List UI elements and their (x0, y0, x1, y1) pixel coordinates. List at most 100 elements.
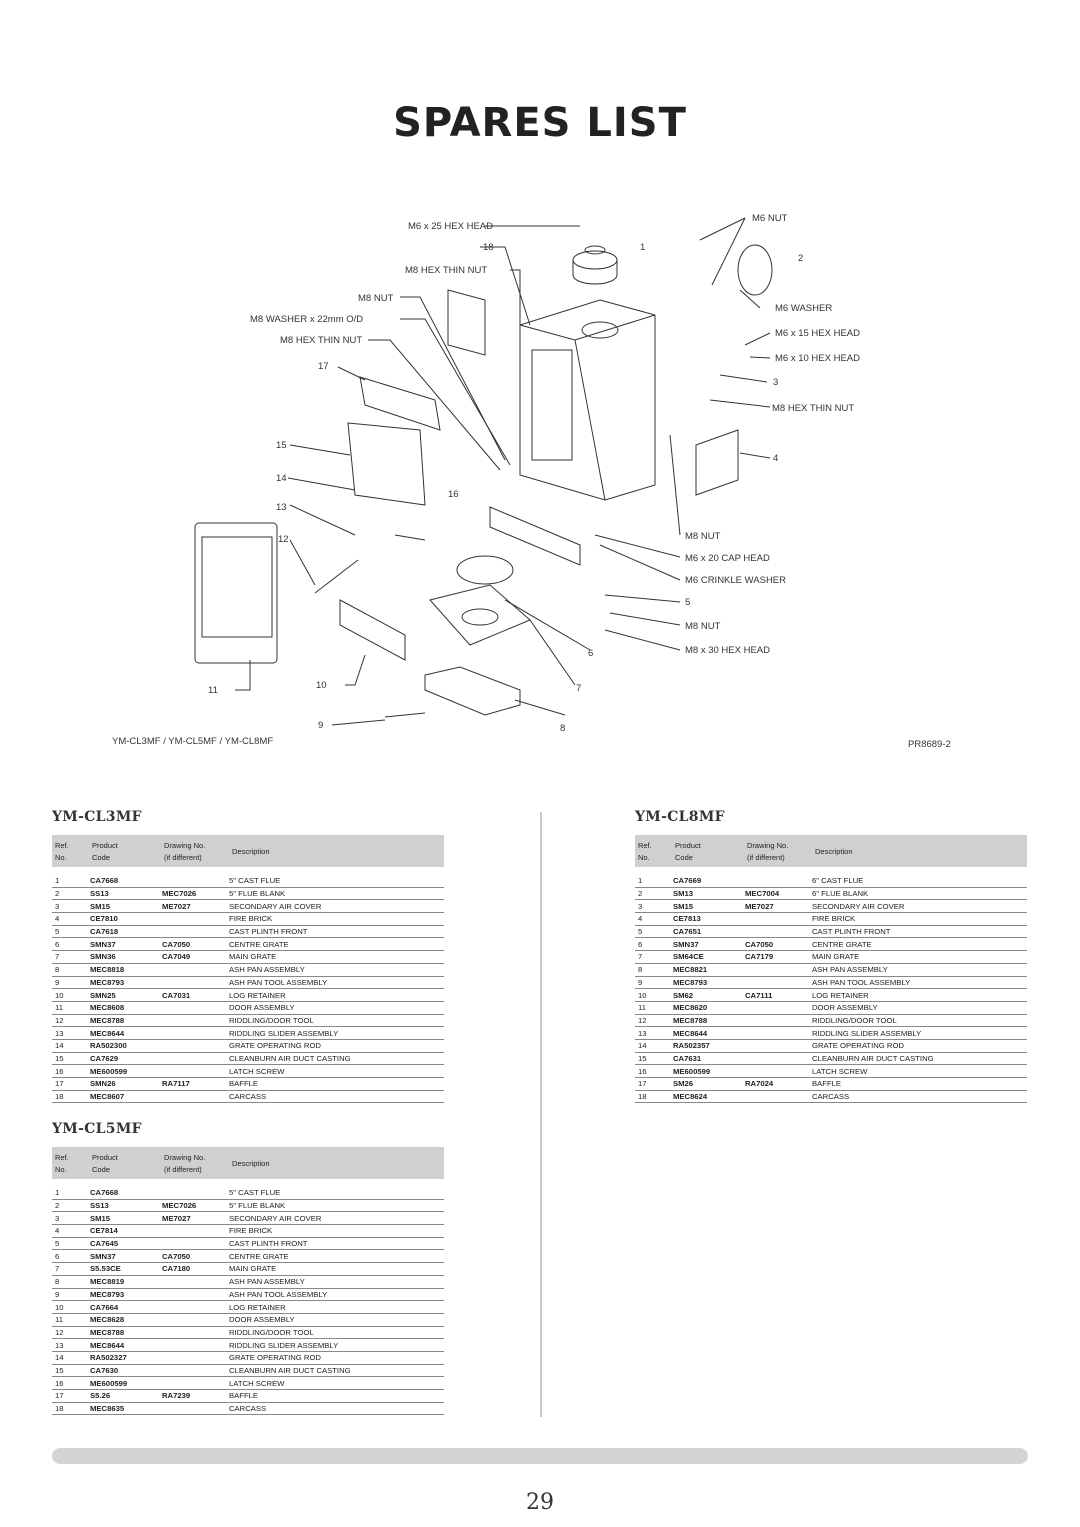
description-cell: DOOR ASSEMBLY (229, 1003, 295, 1013)
description-cell: BAFFLE (229, 1391, 259, 1401)
ref-cell: 3 (55, 901, 60, 911)
label-m8-nut-lower: M8 NUT (685, 621, 721, 632)
header-code: Code (92, 1165, 110, 1174)
table-title-cl5: YM-CL5MF (52, 1121, 142, 1137)
product-code-cell: MEC8624 (673, 1092, 708, 1102)
ref-cell: 13 (55, 1340, 64, 1350)
description-cell: GRATE OPERATING ROD (229, 1041, 321, 1051)
ref-cell: 8 (638, 965, 643, 975)
label-16: 16 (448, 489, 459, 500)
description-cell: 6" FLUE BLANK (812, 889, 869, 899)
product-code-cell: S5.26 (90, 1391, 111, 1401)
drawing-no-cell: MEC7026 (162, 1201, 197, 1211)
ref-cell: 13 (55, 1028, 64, 1038)
label-3: 3 (773, 377, 778, 388)
ref-cell: 2 (638, 889, 643, 899)
product-code-cell: MEC8819 (90, 1277, 125, 1287)
product-code-cell: RA502327 (90, 1353, 127, 1363)
product-code-cell: SMN36 (90, 952, 116, 962)
product-code-cell: MEC8644 (90, 1340, 125, 1350)
product-code-cell: MEC8793 (90, 977, 125, 987)
label-10: 10 (316, 680, 327, 691)
description-cell: FIRE BRICK (229, 914, 273, 924)
header-description: Description (232, 847, 270, 856)
product-code-cell: SMN37 (90, 939, 116, 949)
product-code-cell: SM15 (90, 1213, 111, 1223)
ref-cell: 14 (55, 1041, 64, 1051)
label-m8-hex-thin-nut: M8 HEX THIN NUT (280, 335, 362, 346)
ref-cell: 3 (638, 901, 643, 911)
description-cell: CENTRE GRATE (812, 939, 872, 949)
spares-table-cl8: Ref. No. Product Code Drawing No. (if di… (635, 835, 1027, 1104)
ref-cell: 18 (55, 1404, 64, 1414)
ref-cell: 13 (638, 1028, 647, 1038)
description-cell: CAST PLINTH FRONT (229, 927, 308, 937)
description-cell: BAFFLE (812, 1079, 842, 1089)
header-drawing-no: Drawing No. (164, 841, 206, 850)
product-code-cell: CA7651 (673, 927, 702, 937)
product-code-cell: CA7630 (90, 1365, 119, 1375)
product-code-cell: SMN37 (673, 939, 699, 949)
drawing-no-cell: CA7111 (745, 990, 773, 1000)
description-cell: BAFFLE (229, 1079, 259, 1089)
ref-cell: 9 (55, 977, 60, 987)
product-code-cell: CA7668 (90, 1188, 119, 1198)
product-code-cell: CA7618 (90, 927, 119, 937)
label-7: 7 (576, 683, 581, 694)
product-code-cell: CA7629 (90, 1053, 119, 1063)
description-cell: RIDDLING SLIDER ASSEMBLY (812, 1028, 922, 1038)
description-cell: CARCASS (229, 1404, 267, 1414)
header-if-different: (if different) (164, 853, 202, 862)
header-ref: Ref. (55, 841, 69, 850)
product-code-cell: MEC8793 (90, 1289, 125, 1299)
ref-cell: 16 (55, 1066, 64, 1076)
label-m6x15-hex-head: M6 x 15 HEX HEAD (775, 328, 860, 339)
product-code-cell: MEC8644 (673, 1028, 708, 1038)
ref-cell: 10 (638, 990, 647, 1000)
description-cell: CLEANBURN AIR DUCT CASTING (229, 1365, 351, 1375)
product-code-cell: ME600599 (90, 1378, 128, 1388)
ref-cell: 6 (55, 1251, 60, 1261)
label-5: 5 (685, 597, 690, 608)
product-code-cell: CE7813 (673, 914, 701, 924)
label-1: 1 (640, 242, 645, 253)
spares-table-cl3: Ref. No. Product Code Drawing No. (if di… (52, 835, 444, 1104)
spares-table-cl5: Ref. No. Product Code Drawing No. (if di… (52, 1147, 444, 1416)
ref-cell: 8 (55, 1277, 60, 1287)
product-code-cell: SM64CE (673, 952, 704, 962)
product-code-cell: RA502357 (673, 1041, 710, 1051)
drawing-no-cell: CA7180 (162, 1264, 191, 1274)
product-code-cell: SM15 (90, 901, 111, 911)
description-cell: LOG RETAINER (812, 990, 869, 1000)
product-code-cell: CA7645 (90, 1239, 119, 1249)
ref-cell: 15 (638, 1053, 647, 1063)
description-cell: GRATE OPERATING ROD (812, 1041, 904, 1051)
ref-cell: 16 (55, 1378, 64, 1388)
product-code-cell: SS13 (90, 889, 109, 899)
header-product: Product (92, 841, 118, 850)
description-cell: SECONDARY AIR COVER (229, 901, 322, 911)
label-m6-crinkle-washer: M6 CRINKLE WASHER (685, 575, 786, 586)
ref-cell: 17 (638, 1079, 647, 1089)
description-cell: ASH PAN ASSEMBLY (812, 965, 888, 975)
